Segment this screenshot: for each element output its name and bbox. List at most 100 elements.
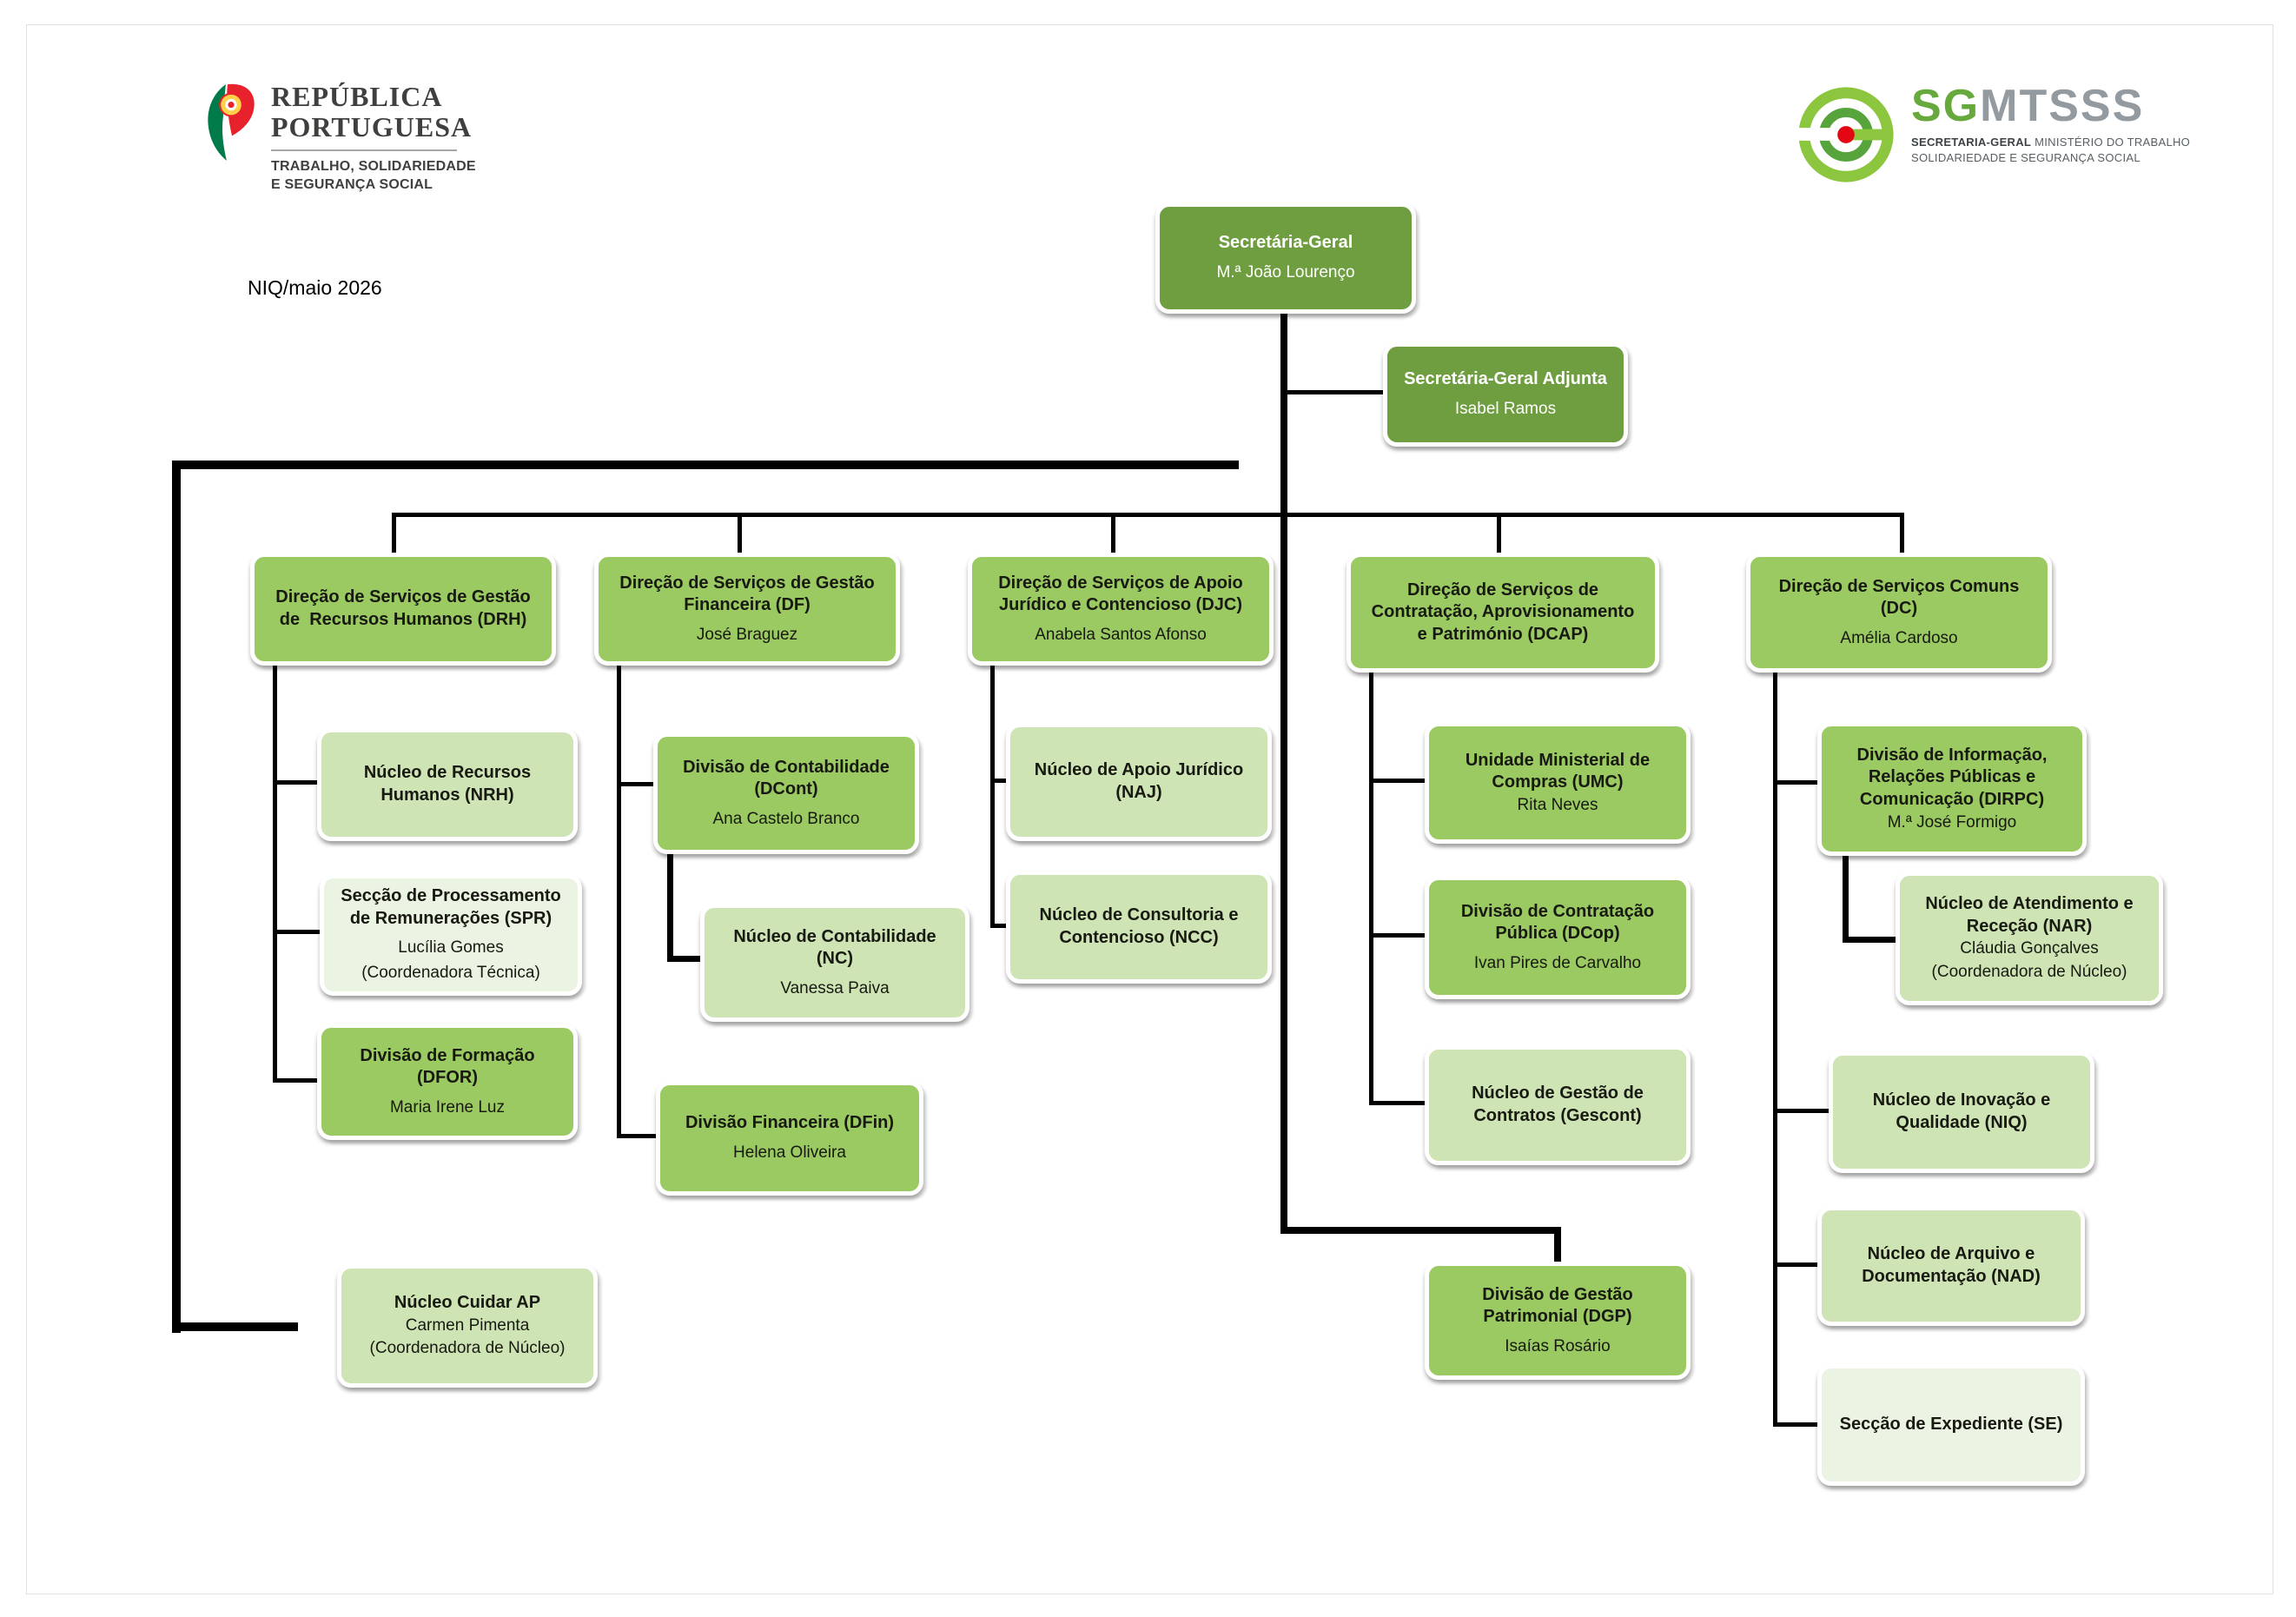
box-title: Direção de Serviços de Apoio Jurídico e … [998,573,1243,615]
sgmtsss-subtitle: SECRETARIA-GERAL MINISTÉRIO DO TRABALHO … [1911,135,2190,165]
connector-dc-stub-niq [1773,1109,1829,1113]
subtitle-rest: MINISTÉRIO DO TRABALHO [2031,136,2191,149]
org-box-se: Secção de Expediente (SE) [1817,1364,2085,1486]
republica-portuguesa-text: REPÚBLICA PORTUGUESA TRABALHO, SOLIDARIE… [271,82,476,195]
org-box-spr: Secção de Processamento de Remunerações … [320,874,582,996]
acronym-mtsss: MTSSS [1980,81,2145,131]
org-box-nar: Núcleo de Atendimento e Receção (NAR) Cl… [1896,871,2163,1005]
connector-cuidar-stub [172,1322,298,1331]
connector-drh-stub-spr [273,930,320,934]
sgmtsss-logo: SGMTSSS SECRETARIA-GERAL MINISTÉRIO DO T… [1795,83,2190,186]
box-title: Divisão de Gestão Patrimonial (DGP) [1482,1284,1633,1327]
connector-distribution [392,513,1904,517]
connector-sga-link [1284,390,1386,394]
connector-df-spine [617,664,621,1138]
logo-title-line2: PORTUGUESA [271,110,473,142]
box-title: Secção de Processamento de Remunerações … [341,886,561,928]
box-title: Núcleo de Contabilidade (NC) [733,926,936,969]
logo-subtitle-line1: TRABALHO, SOLIDARIEDADE [271,159,476,175]
box-role: (Coordenadora Técnica) [361,964,540,983]
box-title: Núcleo de Atendimento e Receção (NAR) [1925,894,2134,936]
box-name: José Braguez [696,625,798,644]
box-title: Núcleo de Consultoria e Contencioso (NCC… [1039,905,1239,947]
acronym-sg: SG [1911,81,1981,131]
org-box-cuidar-ap: Núcleo Cuidar AP Carmen Pimenta (Coorden… [337,1264,598,1388]
connector-drh-spine [273,664,277,1083]
connector-djc-spine [990,664,995,928]
republica-portuguesa-logo: REPÚBLICA PORTUGUESA TRABALHO, SOLIDARIE… [202,82,476,195]
connector-dc-stub-nad [1773,1262,1817,1267]
org-box-dcop: Divisão de Contratação Pública (DCop) Iv… [1425,876,1691,999]
connector-djc-stub-naj [990,779,1006,783]
sgmtsss-acronym: SGMTSSS [1911,83,2190,129]
connector-drop-df [738,513,742,553]
box-name: Ana Castelo Branco [712,809,860,828]
box-title: Direção de Serviços de Contratação, Apro… [1371,580,1635,644]
box-title: Secção de Expediente (SE) [1839,1415,2063,1435]
org-box-dfin: Divisão Financeira (DFin) Helena Oliveir… [656,1081,923,1196]
box-name: Amélia Cardoso [1840,628,1958,647]
box-name: Lucília Gomes [398,938,504,958]
org-box-nrh: Núcleo de Recursos Humanos (NRH) [317,728,578,841]
connector-drop-dc [1900,513,1904,553]
box-name: Cláudia Gonçalves [1960,939,2099,958]
connector-left-vertical [172,461,181,1333]
box-title: Divisão Financeira (DFin) [685,1113,895,1133]
connector-dcap-stub-dcop [1369,933,1425,938]
org-box-dirpc: Divisão de Informação, Relações Públicas… [1817,722,2087,856]
box-title: Direção de Serviços de Gestão de Recurso… [275,587,531,629]
org-box-nad: Núcleo de Arquivo e Documentação (NAD) [1817,1206,2085,1326]
box-name: Maria Irene Luz [389,1097,505,1117]
box-title: Direção de Serviços Comuns (DC) [1778,576,2020,619]
connector-dcap-spine [1369,671,1373,1105]
logo-title-line1: REPÚBLICA [271,81,443,112]
box-title: Núcleo de Inovação e Qualidade (NIQ) [1872,1090,2051,1132]
org-box-gescont: Núcleo de Gestão de Contratos (Gescont) [1425,1045,1691,1165]
box-title: Unidade Ministerial de Compras (UMC) [1465,750,1651,792]
org-box-dc: Direção de Serviços Comuns (DC) Amélia C… [1746,553,2052,673]
box-role: (Coordenadora de Núcleo) [369,1339,566,1358]
box-name: Helena Oliveira [733,1143,846,1162]
sgmtsss-subtitle-line1: SECRETARIA-GERAL MINISTÉRIO DO TRABALHO [1911,135,2190,150]
org-box-dfor: Divisão de Formação (DFOR) Maria Irene L… [317,1024,578,1140]
logo-subtitle-line2: E SEGURANÇA SOCIAL [271,176,433,192]
org-box-ncc: Núcleo de Consultoria e Contencioso (NCC… [1006,871,1272,984]
connector-drh-stub-dfor [273,1078,317,1083]
connector-drop-djc [1111,513,1115,553]
connector-dc-spine [1773,671,1777,1427]
box-role: (Coordenadora de Núcleo) [1931,963,2127,982]
org-box-djc: Direção de Serviços de Apoio Jurídico e … [968,553,1274,666]
version-note: NIQ/maio 2026 [248,276,382,299]
connector-dc-stub-dirpc [1773,780,1817,785]
box-name: Isabel Ramos [1454,399,1557,418]
connector-dcap-stub-umc [1369,779,1425,783]
box-title: Núcleo Cuidar AP [394,1293,541,1313]
org-box-dcap: Direção de Serviços de Contratação, Apro… [1347,553,1659,673]
box-title: Secretária-Geral Adjunta [1404,369,1607,389]
box-name: M.ª João Lourenço [1216,262,1355,282]
box-title: Núcleo de Arquivo e Documentação (NAD) [1862,1244,2041,1286]
logo-divider [271,149,457,152]
connector-drop-drh [392,513,396,553]
org-box-drh: Direção de Serviços de Gestão de Recurso… [250,553,556,666]
box-name: Rita Neves [1517,795,1598,814]
connector-dgp-horizontal [1280,1227,1561,1234]
org-box-nc: Núcleo de Contabilidade (NC) Vanessa Pai… [700,904,969,1022]
box-name: Anabela Santos Afonso [1035,625,1207,644]
box-title: Núcleo de Apoio Jurídico (NAJ) [1034,760,1244,802]
connector-trunk [1280,261,1287,1234]
sgmtsss-subtitle-line2: SOLIDARIEDADE E SEGURANÇA SOCIAL [1911,150,2141,164]
box-name: Isaías Rosário [1505,1336,1611,1355]
connector-dirpc-spine [1843,854,1849,943]
box-name: Vanessa Paiva [780,978,890,997]
connector-dc-stub-se [1773,1422,1817,1427]
org-box-df: Direção de Serviços de Gestão Financeira… [594,553,900,666]
box-name: M.ª José Formigo [1887,812,2017,832]
box-name: Carmen Pimenta [405,1315,530,1335]
org-box-umc: Unidade Ministerial de Compras (UMC) Rit… [1425,722,1691,844]
org-box-secretaria-geral-adjunta: Secretária-Geral Adjunta Isabel Ramos [1383,342,1628,447]
box-title: Secretária-Geral [1218,233,1353,253]
box-title: Direção de Serviços de Gestão Financeira… [619,573,875,615]
subtitle-bold: SECRETARIA-GERAL [1911,136,2032,149]
box-title: Divisão de Contratação Pública (DCop) [1460,901,1655,944]
